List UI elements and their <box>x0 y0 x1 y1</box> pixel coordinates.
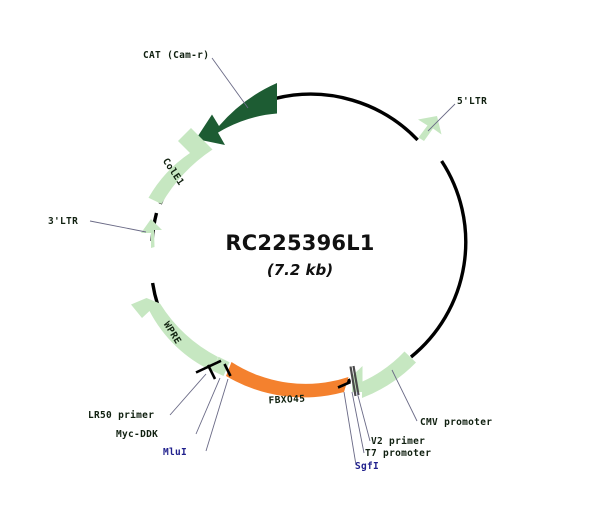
callout-label-sgfi: SgfI <box>355 461 379 472</box>
plasmid-name: RC225396L1 <box>225 231 374 255</box>
backbone-arc-top-right <box>275 92 419 142</box>
callout-leader-lines <box>89 57 456 466</box>
leader-t7 <box>351 391 365 454</box>
leader-cmv <box>391 369 418 422</box>
site-mlui-tick[interactable] <box>223 363 232 377</box>
feature-fbxo45-label: FBXO45 <box>268 394 305 407</box>
callout-label-v2: V2 primer <box>371 436 425 447</box>
leader-ltr5 <box>427 103 456 132</box>
callout-labels: CAT (Cam-r) 5'LTR 3'LTR LR50 primer Myc-… <box>48 50 492 472</box>
feature-wpre-arrow[interactable] <box>131 298 218 371</box>
leader-mycddk <box>195 377 221 435</box>
leader-ltr3 <box>89 220 147 233</box>
callout-label-mlui: MluI <box>163 447 187 458</box>
leader-v2 <box>356 391 371 442</box>
callout-label-mycddk: Myc-DDK <box>116 429 158 440</box>
backbone-arc-right <box>409 160 468 359</box>
callout-label-cmv: CMV promoter <box>420 417 492 428</box>
callout-label-ltr3: 3'LTR <box>48 216 78 227</box>
feature-ltr3[interactable] <box>141 219 162 248</box>
site-marks <box>195 359 360 397</box>
callout-label-cat: CAT (Cam-r) <box>143 50 209 61</box>
plasmid-center-title: RC225396L1 (7.2 kb) <box>225 231 374 279</box>
leader-mlui <box>205 378 229 452</box>
feature-cmv[interactable] <box>352 351 416 399</box>
feature-ltr3-arrow[interactable] <box>141 219 162 248</box>
feature-cmv-arrow[interactable] <box>352 351 416 399</box>
site-sgfi-tick[interactable] <box>337 380 352 389</box>
leader-sgfi <box>343 391 357 466</box>
leader-cat <box>211 57 249 109</box>
feature-wpre[interactable]: WPRE <box>131 298 218 371</box>
feature-fbxo45[interactable]: FBXO45 <box>226 362 349 406</box>
plasmid-size: (7.2 kb) <box>267 261 333 279</box>
feature-fbxo45-block[interactable] <box>226 362 349 398</box>
feature-ltr5[interactable] <box>418 116 442 141</box>
callout-label-t7: T7 promoter <box>365 448 431 459</box>
leader-lr50 <box>169 373 207 416</box>
site-v2-tick[interactable] <box>352 365 360 396</box>
callout-label-lr50: LR50 primer <box>88 410 154 421</box>
callout-label-ltr5: 5'LTR <box>457 96 487 107</box>
feature-cat[interactable] <box>196 83 277 145</box>
feature-cole1-arrow[interactable] <box>148 128 213 204</box>
site-lr50-tick-bar[interactable] <box>195 359 222 374</box>
feature-cat-arrow[interactable] <box>196 83 277 145</box>
site-t7-tick[interactable] <box>349 366 357 397</box>
feature-ltr5-arrow[interactable] <box>418 116 442 141</box>
